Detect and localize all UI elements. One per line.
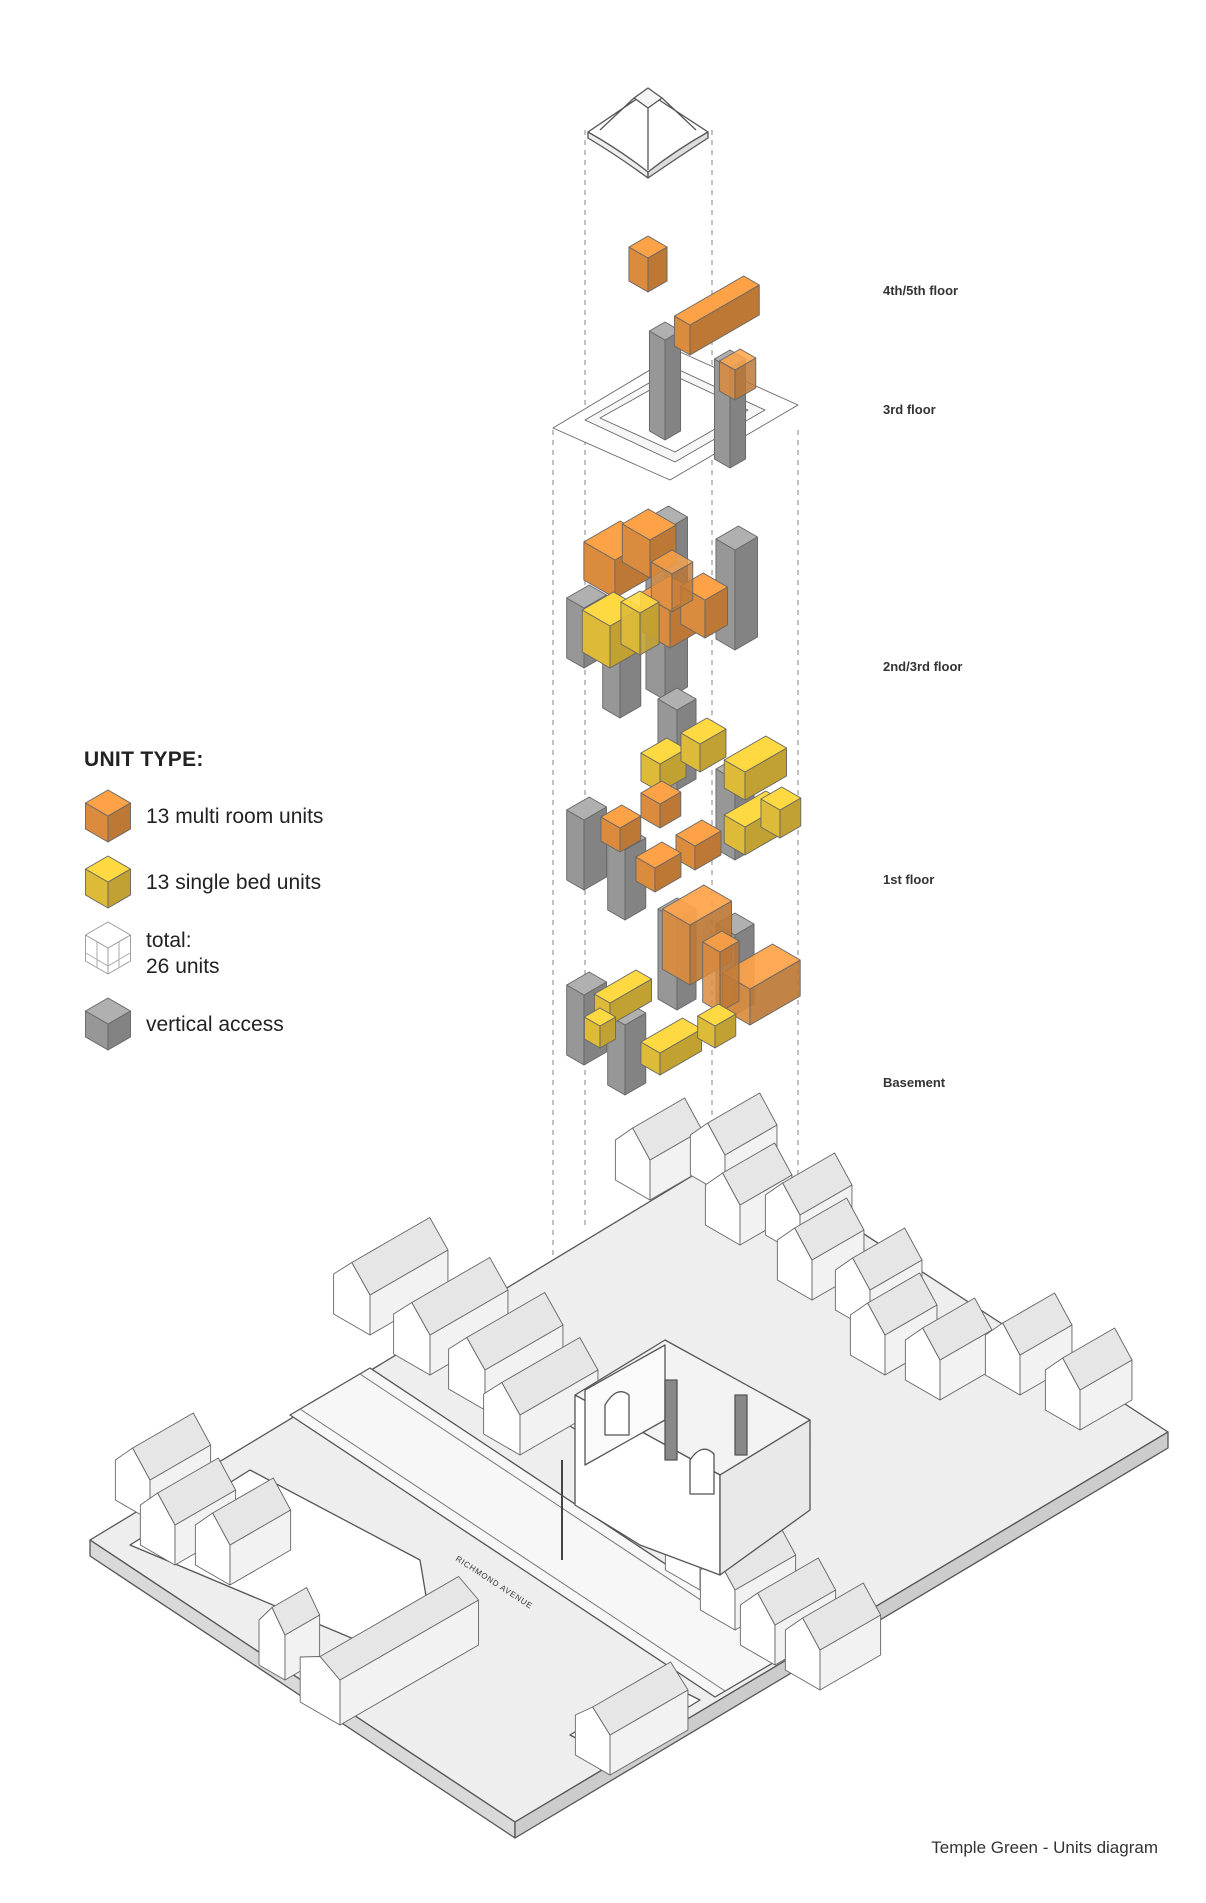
- unit-block-multi: [635, 841, 682, 893]
- legend-row-total: total: 26 units: [84, 926, 404, 1002]
- legend-label-multi: 13 multi room units: [146, 805, 324, 828]
- site-house: [784, 1582, 882, 1691]
- single-bed-swatch-icon: [85, 855, 131, 909]
- legend-row-access: vertical access: [84, 1002, 404, 1068]
- vertical-access-shaft: [566, 796, 607, 891]
- diagram-caption: Temple Green - Units diagram: [931, 1838, 1158, 1857]
- unit-block-multi: [718, 348, 757, 401]
- legend-total-line1: total:: [146, 929, 192, 952]
- vertical-access-shaft: [715, 525, 758, 651]
- unit-block-single: [760, 786, 802, 839]
- legend-swatches: [85, 789, 131, 1051]
- site-house: [574, 1661, 689, 1776]
- unit-block-single: [640, 1017, 703, 1076]
- floor-assemblies: [552, 235, 802, 1096]
- unit-block-multi: [702, 930, 740, 1013]
- site-house: [1044, 1327, 1133, 1431]
- legend-label-single: 13 single bed units: [146, 871, 322, 894]
- unit-block-multi: [600, 804, 642, 853]
- unit-block-single: [723, 735, 788, 801]
- legend-row-multi: 13 multi room units: [84, 794, 404, 860]
- floor-label-3rd: 3rd floor: [883, 402, 936, 417]
- total-units-swatch-icon: [85, 921, 131, 975]
- unit-block-single: [697, 1003, 737, 1049]
- site-house: [194, 1477, 292, 1586]
- unit-block-multi: [640, 780, 682, 829]
- site-house: [483, 1337, 599, 1456]
- site-house: [614, 1097, 703, 1201]
- dome-roof: [587, 87, 709, 179]
- vertical-access-swatch-icon: [85, 997, 131, 1051]
- legend-row-single: 13 single bed units: [84, 860, 404, 926]
- unit-block-multi: [650, 549, 694, 613]
- floor-label-4th-5th: 4th/5th floor: [883, 283, 959, 298]
- legend-label-access: vertical access: [146, 1013, 284, 1036]
- temple-building: [561, 1339, 811, 1576]
- floor-label-2nd-3rd: 2nd/3rd floor: [883, 659, 963, 674]
- unit-block-single: [620, 590, 660, 656]
- unit-block-single: [583, 1007, 617, 1049]
- floor-label-1st: 1st floor: [883, 872, 935, 887]
- multi-room-swatch-icon: [85, 789, 131, 843]
- legend: UNIT TYPE: 13 multi room units 13 single…: [84, 748, 404, 1068]
- site-house: [776, 1197, 865, 1301]
- legend-total-line2: 26 units: [146, 955, 220, 978]
- site-house: [333, 1217, 449, 1336]
- unit-block-multi: [673, 275, 760, 356]
- site-house: [984, 1292, 1073, 1396]
- legend-title: UNIT TYPE:: [84, 748, 204, 771]
- unit-block-single: [680, 717, 727, 773]
- vertical-access-shaft: [648, 321, 682, 441]
- site-house: [904, 1297, 993, 1401]
- site-house: [299, 1576, 480, 1726]
- floor-label-basement: Basement: [883, 1075, 946, 1090]
- legend-label-total: total: 26 units: [146, 928, 220, 980]
- unit-block-multi: [675, 819, 722, 871]
- unit-block-multi: [628, 235, 668, 293]
- site-house: [139, 1457, 237, 1566]
